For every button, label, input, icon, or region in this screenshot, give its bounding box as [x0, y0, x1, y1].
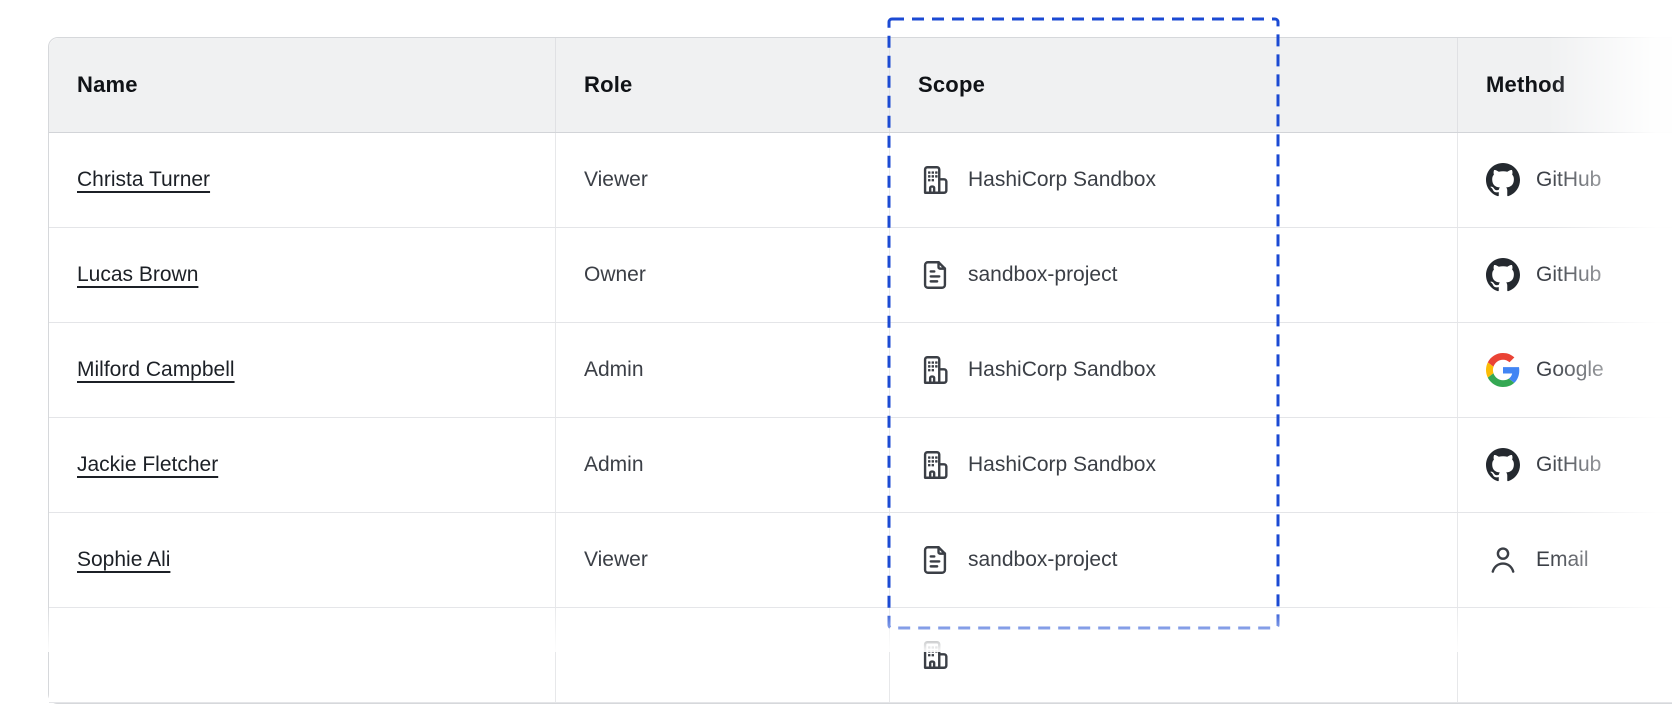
- method-cell: [1457, 608, 1672, 702]
- scope-cell: HashiCorp Sandbox: [889, 418, 1457, 512]
- name-cell: [49, 608, 555, 702]
- member-name-link[interactable]: Sophie Ali: [77, 548, 171, 571]
- member-method: GitHub: [1536, 168, 1602, 191]
- member-scope: HashiCorp Sandbox: [968, 168, 1156, 191]
- role-cell: [555, 608, 889, 702]
- role-cell: Admin: [555, 323, 889, 417]
- table-row: Sophie Ali Viewer sandbox-project Email: [49, 513, 1672, 608]
- column-header-scope: Scope: [889, 38, 1457, 132]
- method-cell: Email: [1457, 513, 1672, 607]
- member-method: GitHub: [1536, 263, 1602, 286]
- member-name-link[interactable]: Milford Campbell: [77, 358, 235, 381]
- member-scope: HashiCorp Sandbox: [968, 453, 1156, 476]
- method-cell: GitHub: [1457, 133, 1672, 227]
- table-body: Christa Turner Viewer HashiCorp Sandbox …: [49, 133, 1672, 703]
- member-name-link[interactable]: Christa Turner: [77, 168, 211, 191]
- google-icon: [1486, 353, 1520, 387]
- scope-cell: HashiCorp Sandbox: [889, 133, 1457, 227]
- name-cell: Sophie Ali: [49, 513, 555, 607]
- github-icon: [1486, 448, 1520, 482]
- members-table: Name Role Scope Method Christa Turner Vi…: [48, 37, 1672, 704]
- member-scope: sandbox-project: [968, 548, 1118, 571]
- column-header-role-label: Role: [584, 72, 633, 97]
- scope-cell: [889, 608, 1457, 702]
- member-role: Viewer: [584, 168, 648, 191]
- github-icon: [1486, 258, 1520, 292]
- member-method: Google: [1536, 358, 1604, 381]
- member-role: Admin: [584, 453, 644, 476]
- name-cell: Christa Turner: [49, 133, 555, 227]
- table-header-row: Name Role Scope Method: [49, 38, 1672, 133]
- org-building-icon: [918, 163, 952, 197]
- column-header-method-label: Method: [1486, 72, 1566, 97]
- org-building-icon: [918, 638, 952, 672]
- table-row: Lucas Brown Owner sandbox-project GitHub: [49, 228, 1672, 323]
- table-row: [49, 608, 1672, 703]
- column-header-method: Method: [1457, 38, 1672, 132]
- column-header-scope-label: Scope: [918, 72, 986, 97]
- member-method: GitHub: [1536, 453, 1602, 476]
- member-role: Owner: [584, 263, 646, 286]
- column-header-name-label: Name: [77, 72, 138, 97]
- name-cell: Lucas Brown: [49, 228, 555, 322]
- name-cell: Milford Campbell: [49, 323, 555, 417]
- role-cell: Viewer: [555, 513, 889, 607]
- github-icon: [1486, 163, 1520, 197]
- org-building-icon: [918, 448, 952, 482]
- table-row: Milford Campbell Admin HashiCorp Sandbox: [49, 323, 1672, 418]
- project-file-icon: [918, 543, 952, 577]
- scope-cell: sandbox-project: [889, 513, 1457, 607]
- scope-cell: HashiCorp Sandbox: [889, 323, 1457, 417]
- org-building-icon: [918, 353, 952, 387]
- method-cell: GitHub: [1457, 228, 1672, 322]
- member-name-link[interactable]: Lucas Brown: [77, 263, 199, 286]
- project-file-icon: [918, 258, 952, 292]
- member-name-link[interactable]: Jackie Fletcher: [77, 453, 219, 476]
- role-cell: Viewer: [555, 133, 889, 227]
- member-method: Email: [1536, 548, 1589, 571]
- email-user-icon: [1486, 543, 1520, 577]
- role-cell: Owner: [555, 228, 889, 322]
- column-header-role: Role: [555, 38, 889, 132]
- member-role: Admin: [584, 358, 644, 381]
- member-scope: sandbox-project: [968, 263, 1118, 286]
- member-role: Viewer: [584, 548, 648, 571]
- table-row: Jackie Fletcher Admin HashiCorp Sandbox …: [49, 418, 1672, 513]
- name-cell: Jackie Fletcher: [49, 418, 555, 512]
- column-header-name: Name: [49, 38, 555, 132]
- method-cell: Google: [1457, 323, 1672, 417]
- scope-cell: sandbox-project: [889, 228, 1457, 322]
- role-cell: Admin: [555, 418, 889, 512]
- table-row: Christa Turner Viewer HashiCorp Sandbox …: [49, 133, 1672, 228]
- member-scope: HashiCorp Sandbox: [968, 358, 1156, 381]
- method-cell: GitHub: [1457, 418, 1672, 512]
